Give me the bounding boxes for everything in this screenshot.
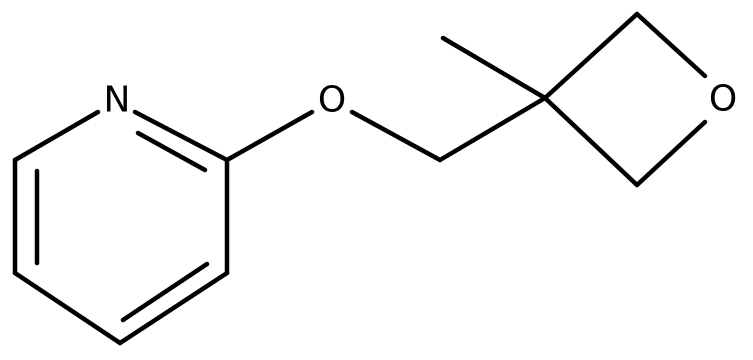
bond-n-c2: [132, 109, 230, 163]
bond-c6-n: [12, 109, 101, 163]
linker: [224, 35, 548, 163]
bond-ch2-bottom-c: [542, 95, 640, 188]
bond-c2-ether-o: [224, 109, 315, 163]
bond-c3-c4: [117, 270, 230, 346]
bond-ether-o-ch2: [349, 109, 443, 163]
oxetane-ring: [542, 11, 708, 188]
pyridine-ring: [12, 109, 230, 346]
bond-c-ch2-top: [542, 11, 640, 101]
bond-ch2-top-o: [634, 11, 708, 79]
oxetane-oxygen-label: O: [709, 79, 737, 120]
double-bond-n-c2-inner: [135, 130, 208, 173]
bond-quaternary-c-methyl: [440, 35, 548, 101]
bond-o-ch2-bottom: [634, 119, 708, 188]
double-bond-c3-c4-inner: [120, 261, 210, 323]
pyridine-nitrogen-label: N: [104, 80, 131, 121]
bond-c4-c5: [12, 270, 123, 346]
ether-oxygen-label: O: [318, 80, 346, 121]
bond-ch2-quaternary-c: [437, 95, 548, 163]
